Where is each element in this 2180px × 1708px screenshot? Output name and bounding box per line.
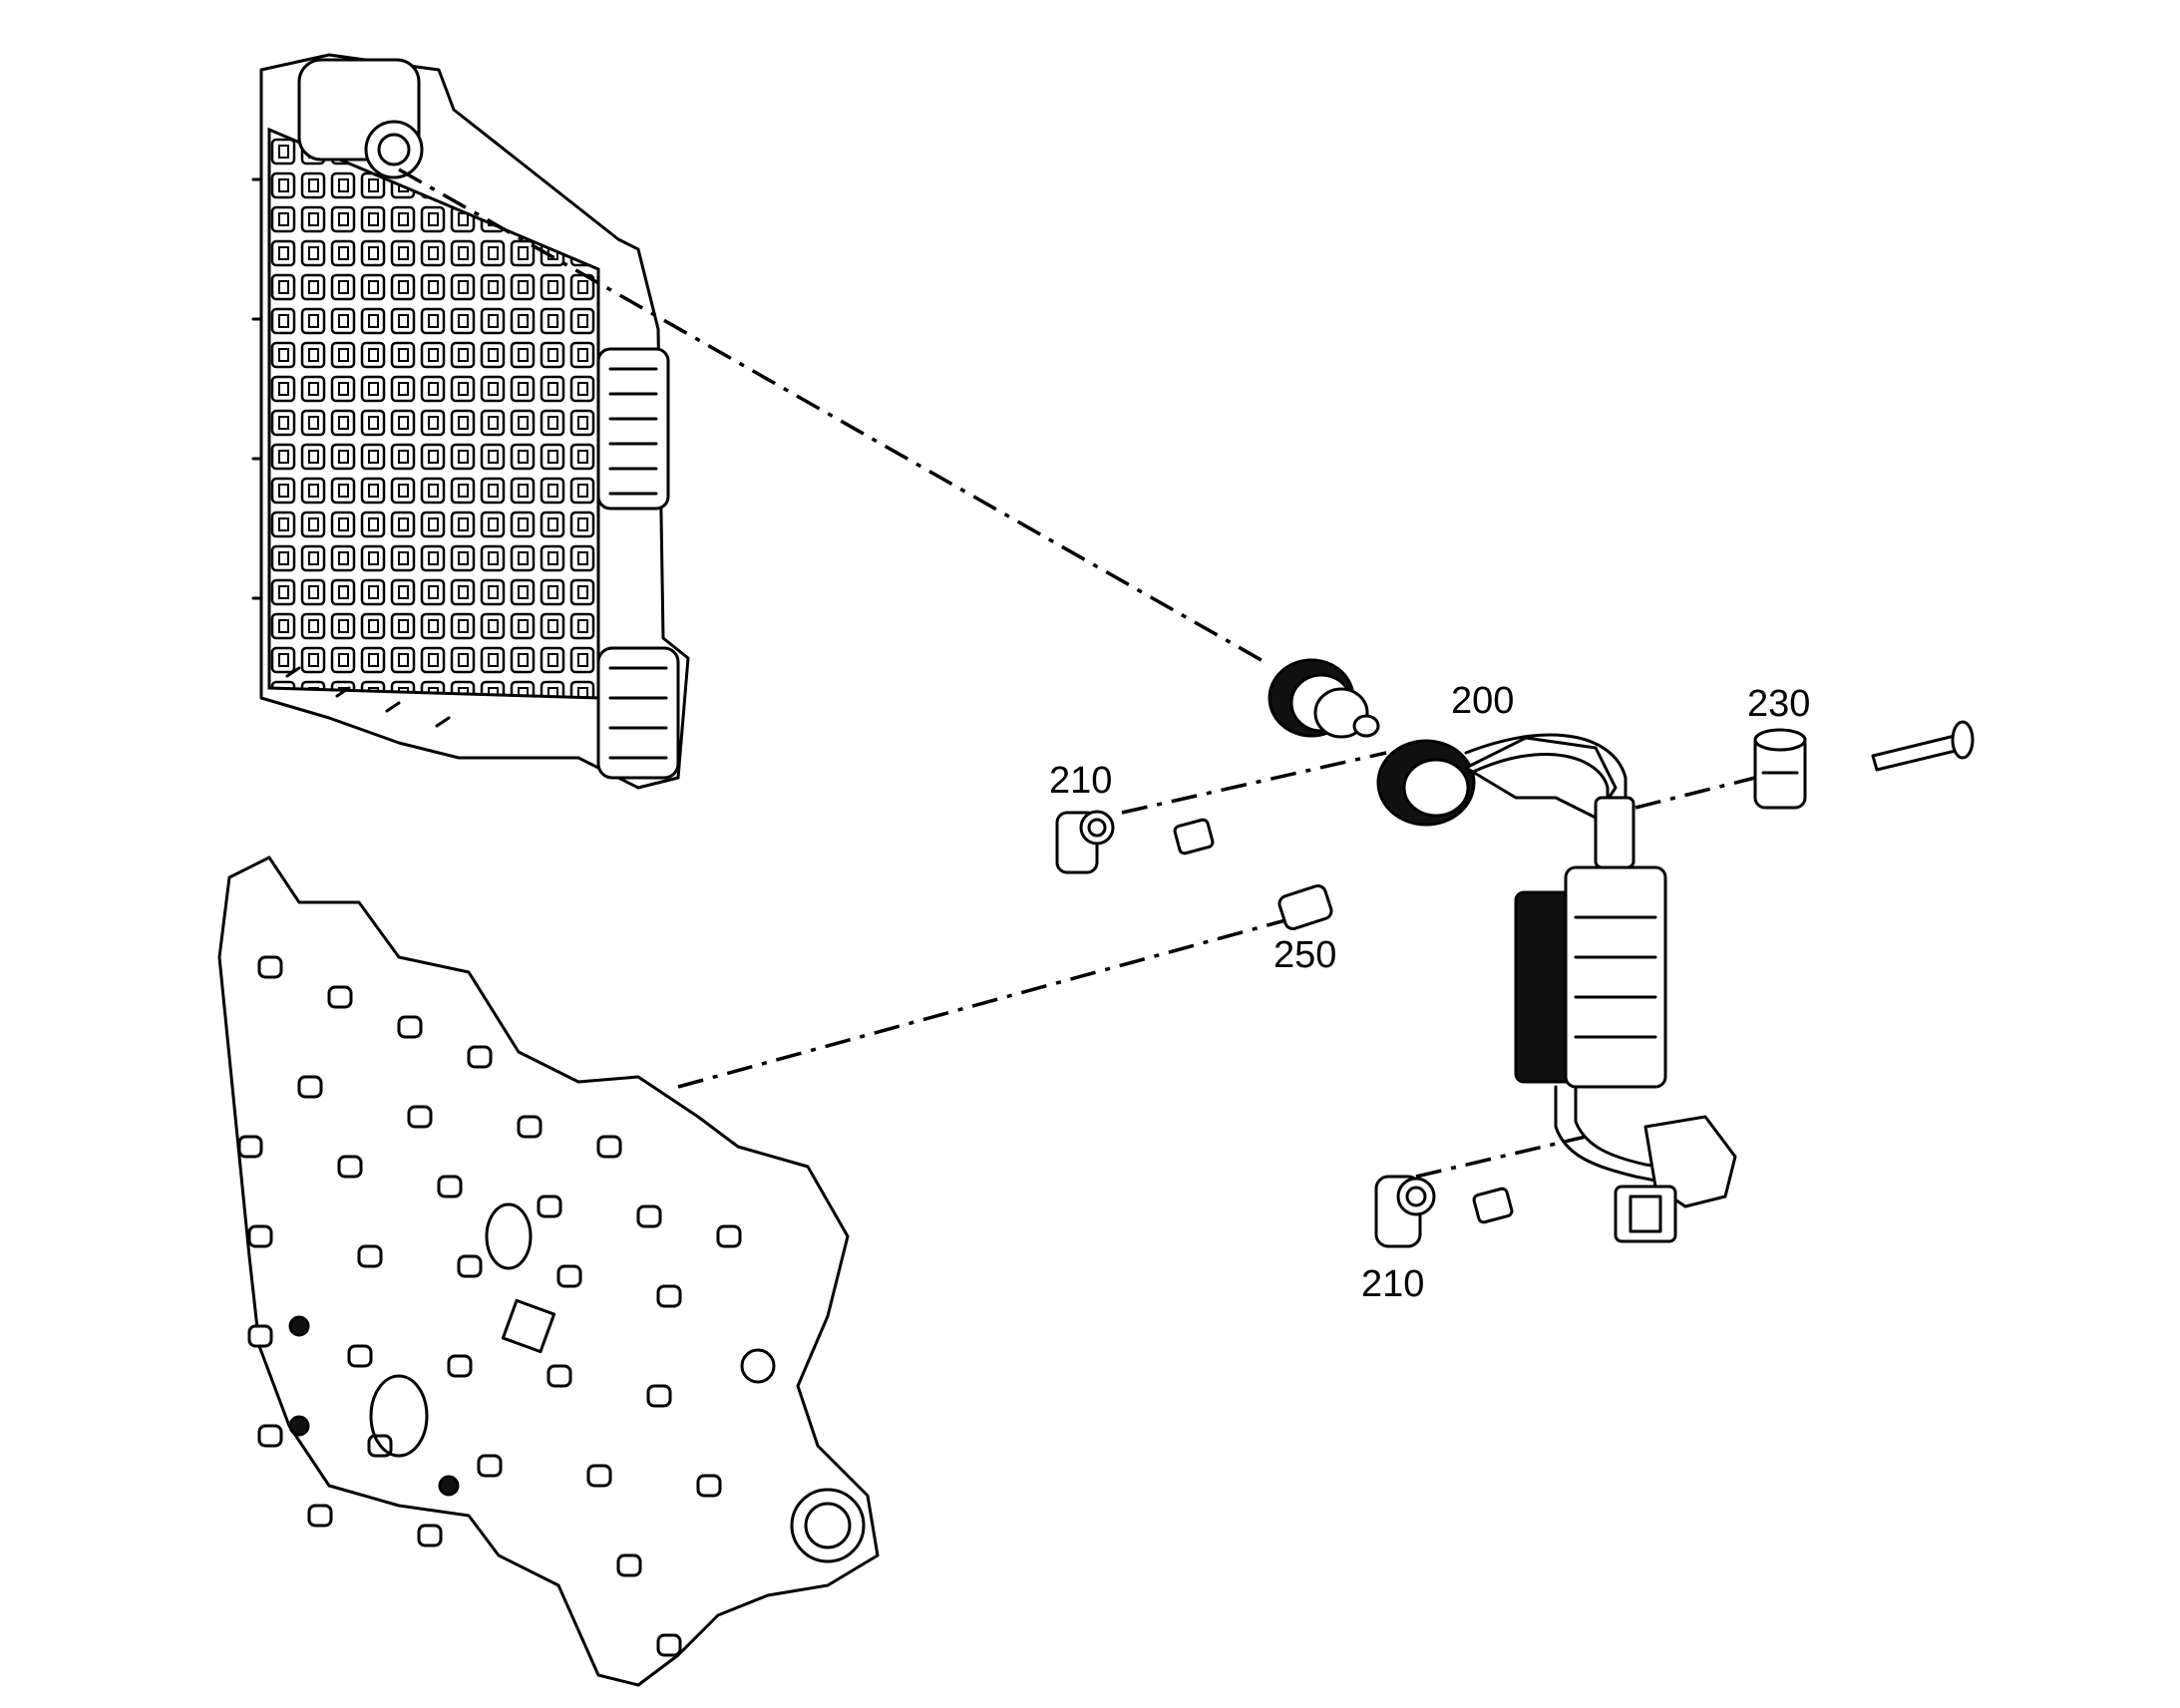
sleeve	[1277, 883, 1333, 931]
valve-body-unit	[251, 53, 690, 790]
label-210-upper: 210	[1049, 760, 1112, 802]
clip-lower	[1374, 1175, 1436, 1248]
wiring-harness	[1376, 733, 1737, 1243]
assembly-lines	[398, 168, 1756, 1179]
intermediate-plate	[217, 855, 880, 1687]
plate-bosses	[237, 955, 742, 1657]
label-230: 230	[1747, 683, 1810, 725]
label-200: 200	[1451, 680, 1514, 722]
clip-upper	[1055, 810, 1115, 874]
bolt	[1871, 720, 1975, 772]
holder	[1753, 728, 1807, 810]
screw-lower	[1472, 1187, 1514, 1224]
valve-body-studs	[251, 177, 451, 728]
round-connector	[1268, 658, 1380, 739]
label-250: 250	[1273, 934, 1336, 976]
label-210-lower: 210	[1361, 1263, 1424, 1305]
screw-upper	[1173, 818, 1215, 855]
